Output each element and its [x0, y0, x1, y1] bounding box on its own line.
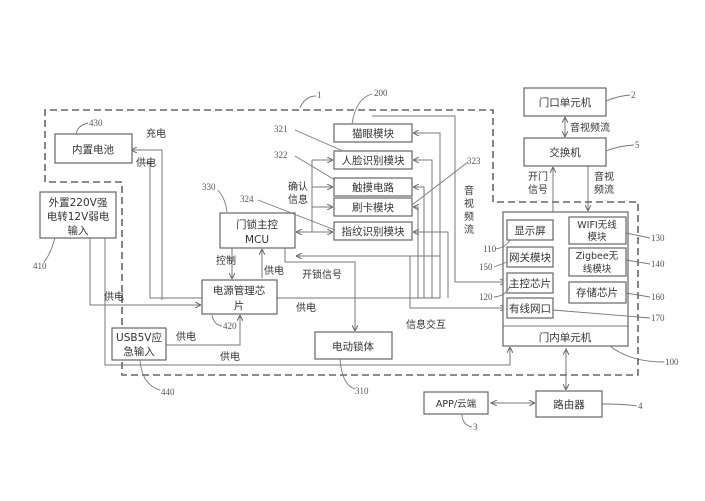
svg-text:输入: 输入 — [68, 224, 89, 237]
svg-text:100: 100 — [665, 357, 679, 367]
card-module-box: 刷卡模块 — [333, 197, 413, 217]
svg-text:供电: 供电 — [104, 290, 124, 303]
svg-text:130: 130 — [651, 233, 665, 243]
svg-text:猫眼模块: 猫眼模块 — [352, 127, 394, 140]
svg-text:视: 视 — [464, 197, 474, 210]
svg-text:200: 200 — [374, 88, 388, 98]
svg-text:指纹识别模块: 指纹识别模块 — [342, 225, 405, 238]
svg-text:2: 2 — [631, 90, 636, 100]
svg-text:外置220V强: 外置220V强 — [49, 197, 108, 209]
svg-text:420: 420 — [223, 321, 237, 331]
svg-text:供电: 供电 — [220, 350, 240, 363]
peephole-module-box: 猫眼模块 — [333, 123, 413, 143]
svg-text:内置电池: 内置电池 — [72, 143, 114, 156]
svg-text:信号: 信号 — [528, 184, 548, 196]
svg-text:160: 160 — [651, 292, 665, 302]
wifi-module-label: WIFI无线 — [577, 219, 617, 231]
svg-text:310: 310 — [355, 386, 369, 396]
svg-text:路由器: 路由器 — [553, 398, 585, 411]
svg-text:410: 410 — [33, 261, 47, 271]
svg-text:确认: 确认 — [288, 180, 308, 193]
reference-numerals: 1 200 321 322 323 324 330 430 410 420 44… — [33, 88, 679, 432]
wired-port-box: 有线网口 — [509, 302, 551, 315]
svg-text:440: 440 — [161, 387, 175, 397]
svg-text:140: 140 — [651, 259, 665, 269]
svg-text:110: 110 — [483, 244, 497, 254]
svg-text:流: 流 — [464, 223, 474, 236]
svg-text:供电: 供电 — [296, 301, 316, 314]
svg-text:急输入: 急输入 — [123, 345, 155, 358]
svg-text:170: 170 — [651, 313, 665, 323]
svg-text:MCU: MCU — [245, 234, 269, 246]
app-cloud-box: APP/云端 — [423, 391, 489, 415]
svg-text:人脸识别模块: 人脸识别模块 — [342, 154, 405, 167]
svg-text:供电: 供电 — [176, 330, 196, 343]
main-chip-box: 主控芯片 — [509, 277, 551, 290]
svg-text:供电: 供电 — [264, 264, 284, 277]
electric-lock-body-box: 电动锁体 — [314, 331, 393, 360]
svg-text:电动锁体: 电动锁体 — [332, 340, 374, 353]
svg-text:充电: 充电 — [146, 127, 166, 140]
svg-text:片: 片 — [234, 299, 245, 312]
svg-text:开门: 开门 — [528, 170, 548, 183]
gateway-box: 网关模块 — [509, 251, 551, 264]
door-lock-boundary — [44, 109, 639, 376]
svg-text:刷卡模块: 刷卡模块 — [352, 201, 394, 214]
indoor-unit-label: 门内单元机 — [539, 331, 592, 344]
svg-text:USB5V应: USB5V应 — [116, 331, 162, 344]
connection-lines — [89, 115, 588, 403]
svg-text:322: 322 — [274, 150, 288, 160]
door-unit-box: 门口单元机 — [523, 87, 607, 117]
svg-text:324: 324 — [240, 194, 254, 204]
svg-text:323: 323 — [467, 156, 481, 166]
svg-text:音视频流: 音视频流 — [570, 121, 610, 134]
svg-text:150: 150 — [479, 262, 493, 272]
svg-text:交换机: 交换机 — [549, 146, 581, 159]
display-box: 显示屏 — [514, 225, 546, 237]
svg-text:4: 4 — [638, 401, 643, 411]
svg-text:3: 3 — [473, 422, 478, 432]
svg-text:330: 330 — [202, 182, 216, 192]
svg-text:1: 1 — [317, 90, 322, 100]
svg-text:120: 120 — [479, 292, 493, 302]
zigbee-module-label: 线模块 — [583, 263, 612, 275]
zigbee-module-label: Zigbee无 — [576, 251, 619, 262]
svg-text:供电: 供电 — [136, 156, 156, 169]
storage-chip-box: 存储芯片 — [576, 286, 618, 299]
svg-text:频流: 频流 — [594, 183, 614, 196]
svg-text:门口单元机: 门口单元机 — [539, 96, 592, 109]
svg-text:电源管理芯: 电源管理芯 — [213, 284, 266, 297]
svg-text:音: 音 — [464, 184, 474, 197]
switch-box: 交换机 — [523, 137, 607, 167]
svg-text:5: 5 — [635, 140, 640, 150]
wifi-module-label: 模块 — [587, 231, 607, 243]
mcu-box: 门锁主控 MCU — [219, 212, 296, 249]
svg-text:音视: 音视 — [594, 170, 614, 183]
edge-labels: 充电 供电 确认 信息 控制 供电 开锁信号 供电 供电 供电 供电 信息交互 … — [104, 121, 614, 363]
svg-text:门锁主控: 门锁主控 — [236, 218, 278, 231]
svg-text:电转12V弱电: 电转12V弱电 — [47, 210, 110, 223]
face-recognition-box: 人脸识别模块 — [333, 150, 413, 170]
svg-text:APP/云端: APP/云端 — [436, 398, 477, 410]
fingerprint-module-box: 指纹识别模块 — [333, 221, 413, 241]
svg-text:触摸电路: 触摸电路 — [352, 181, 394, 194]
svg-text:控制: 控制 — [216, 254, 236, 267]
svg-text:321: 321 — [274, 124, 288, 134]
touch-circuit-box: 触摸电路 — [333, 177, 413, 197]
svg-text:信息交互: 信息交互 — [406, 318, 446, 331]
router-box: 路由器 — [535, 390, 603, 418]
svg-text:开锁信号: 开锁信号 — [302, 268, 342, 281]
svg-text:430: 430 — [89, 118, 103, 128]
svg-text:频: 频 — [464, 210, 474, 223]
svg-text:信息: 信息 — [288, 193, 308, 206]
battery-box: 内置电池 — [54, 133, 133, 164]
